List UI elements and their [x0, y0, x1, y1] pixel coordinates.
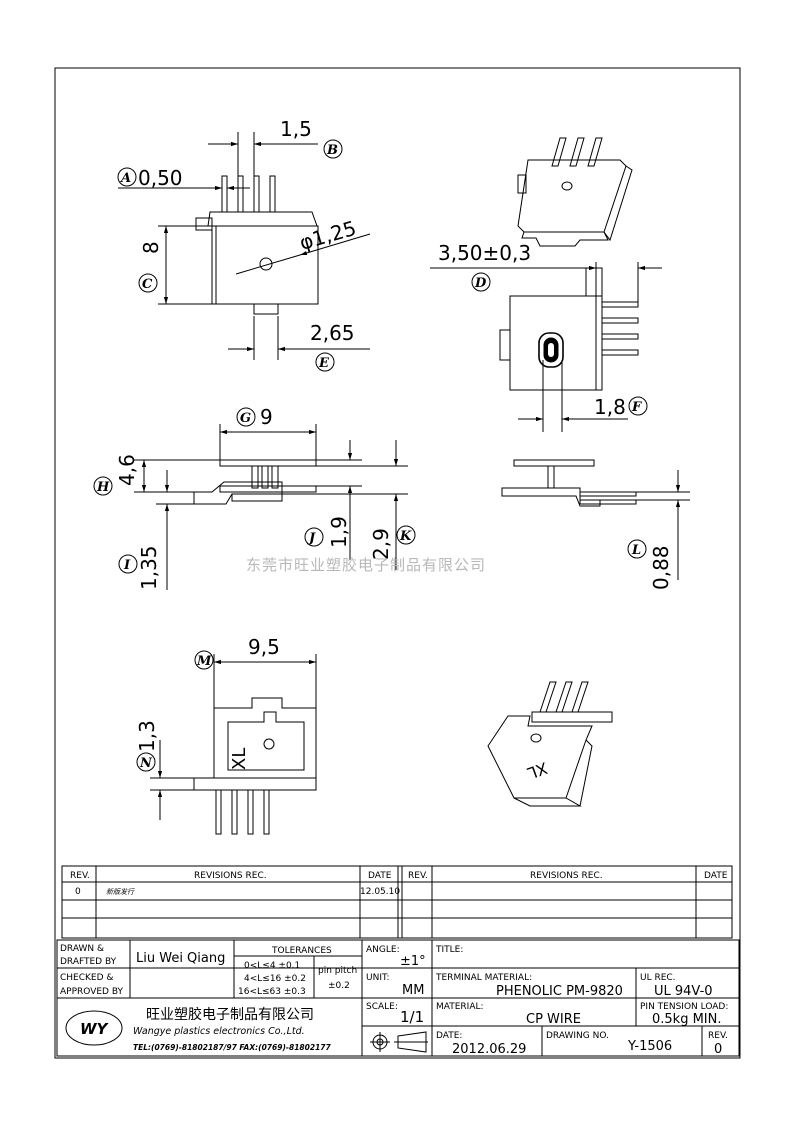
- title-block: DRAWN & DRAFTED BY Liu Wei Qiang CHECKED…: [56, 939, 740, 1057]
- svg-text:TEL:(0769)-81802187/97 FAX:(0: TEL:(0769)-81802187/97 FAX:(0769)-818021…: [133, 1043, 332, 1052]
- svg-text:N: N: [139, 756, 153, 771]
- svg-text:UL 94V-0: UL 94V-0: [654, 984, 713, 999]
- top-view: [134, 424, 408, 590]
- svg-text:A: A: [119, 171, 131, 186]
- svg-text:新版发行: 新版发行: [106, 888, 135, 896]
- svg-text:Y-1506: Y-1506: [627, 1039, 672, 1054]
- svg-text:9: 9: [260, 405, 273, 429]
- front-view: [118, 132, 371, 360]
- svg-text:DRAFTED BY: DRAFTED BY: [60, 957, 117, 967]
- svg-text:I: I: [123, 558, 131, 573]
- svg-text:UL REC.: UL REC.: [640, 973, 676, 983]
- iso-view-top: [517, 137, 633, 247]
- svg-text:Liu Wei Qiang: Liu Wei Qiang: [136, 951, 225, 966]
- svg-text:pin pitch: pin pitch: [318, 966, 357, 976]
- svg-text:C: C: [142, 277, 153, 292]
- svg-text:E: E: [318, 356, 330, 371]
- svg-text:REVISIONS REC.: REVISIONS REC.: [530, 871, 603, 881]
- svg-text:MATERIAL:: MATERIAL:: [436, 1002, 484, 1012]
- svg-text:0,88: 0,88: [649, 545, 673, 590]
- svg-text:J: J: [306, 531, 316, 546]
- svg-text:12.05.10: 12.05.10: [360, 887, 400, 897]
- svg-text:1,9: 1,9: [327, 516, 351, 548]
- svg-text:M: M: [196, 654, 212, 669]
- svg-text:DATE: DATE: [368, 871, 392, 881]
- svg-text:CHECKED &: CHECKED &: [60, 973, 113, 983]
- svg-text:REV.: REV.: [708, 1031, 728, 1041]
- svg-text:1,3: 1,3: [135, 720, 159, 752]
- svg-text:2,9: 2,9: [369, 528, 393, 560]
- svg-text:16<L≤63 ±0.3: 16<L≤63 ±0.3: [238, 987, 306, 997]
- svg-text:REVISIONS REC.: REVISIONS REC.: [194, 871, 267, 881]
- iso-view-bottom: XL: [487, 681, 613, 807]
- svg-text:旺业塑胶电子制品有限公司: 旺业塑胶电子制品有限公司: [146, 1006, 314, 1023]
- svg-text:G: G: [240, 411, 251, 426]
- svg-text:0: 0: [75, 887, 81, 897]
- svg-text:4<L≤16 ±0.2: 4<L≤16 ±0.2: [244, 974, 306, 984]
- svg-text:8: 8: [139, 241, 163, 254]
- svg-text:1,8: 1,8: [594, 395, 626, 419]
- revisions-table: REV. REVISIONS REC. DATE REV. REVISIONS …: [61, 865, 733, 939]
- svg-text:CP WIRE: CP WIRE: [526, 1012, 581, 1027]
- svg-text:H: H: [96, 480, 110, 495]
- svg-text:DATE: DATE: [704, 871, 728, 881]
- svg-text:ANGLE:: ANGLE:: [366, 945, 400, 955]
- svg-text:4,6: 4,6: [115, 454, 139, 486]
- svg-text:SCALE:: SCALE:: [366, 1002, 398, 1012]
- svg-text:φ1,25: φ1,25: [297, 216, 359, 255]
- svg-text:1,35: 1,35: [137, 545, 161, 590]
- svg-text:9,5: 9,5: [248, 635, 280, 659]
- svg-text:MM: MM: [402, 983, 424, 998]
- sheet-border: [54, 67, 741, 1059]
- svg-text:B: B: [326, 143, 338, 158]
- svg-text:TOLERANCES: TOLERANCES: [271, 946, 332, 956]
- side-view: [430, 262, 662, 432]
- svg-text:APPROVED BY: APPROVED BY: [60, 987, 124, 997]
- svg-text:DRAWING NO.: DRAWING NO.: [546, 1031, 609, 1041]
- svg-text:TITLE:: TITLE:: [435, 945, 463, 955]
- svg-text:1/1: 1/1: [400, 1008, 424, 1026]
- svg-text:0.5kg MIN.: 0.5kg MIN.: [652, 1012, 722, 1027]
- part-marking: XL: [229, 748, 250, 770]
- company-logo: [65, 1010, 123, 1046]
- svg-text:TERMINAL MATERIAL:: TERMINAL MATERIAL:: [435, 973, 532, 983]
- svg-text:PHENOLIC PM-9820: PHENOLIC PM-9820: [496, 984, 623, 999]
- svg-text:2,65: 2,65: [310, 321, 355, 345]
- company-watermark: 东莞市旺业塑胶电子制品有限公司: [246, 556, 486, 574]
- svg-text:2012.06.29: 2012.06.29: [452, 1042, 526, 1057]
- svg-text:0<L≤4 ±0.1: 0<L≤4 ±0.1: [244, 961, 300, 971]
- svg-text:D: D: [474, 276, 487, 291]
- svg-text:DATE:: DATE:: [436, 1031, 462, 1041]
- svg-text:Wangye plastics electronics Co: Wangye plastics electronics Co.,Ltd.: [133, 1026, 305, 1037]
- svg-text:3,50±0,3: 3,50±0,3: [438, 241, 531, 265]
- svg-text:REV.: REV.: [408, 871, 428, 881]
- svg-text:0,50: 0,50: [138, 166, 183, 190]
- svg-text:1,5: 1,5: [280, 117, 312, 141]
- svg-text:WY: WY: [80, 1020, 110, 1038]
- svg-text:PIN TENSION LOAD:: PIN TENSION LOAD:: [640, 1002, 728, 1012]
- side-top-view: [501, 459, 690, 580]
- svg-text:DRAWN &: DRAWN &: [60, 944, 104, 954]
- svg-text:REV.: REV.: [70, 871, 90, 881]
- svg-text:XL: XL: [525, 758, 550, 783]
- svg-text:±0.2: ±0.2: [328, 981, 350, 991]
- dimension-labels: A 0,50 B 1,5 C 8 φ1,25 E 2,65 D 3,50±0,3…: [93, 117, 673, 772]
- svg-text:L: L: [631, 543, 641, 558]
- svg-text:F: F: [631, 400, 642, 415]
- bottom-view: XL: [150, 654, 317, 835]
- svg-text:K: K: [399, 529, 412, 544]
- svg-text:0: 0: [714, 1042, 722, 1057]
- svg-text:±1°: ±1°: [400, 954, 426, 969]
- svg-text:UNIT:: UNIT:: [366, 973, 390, 983]
